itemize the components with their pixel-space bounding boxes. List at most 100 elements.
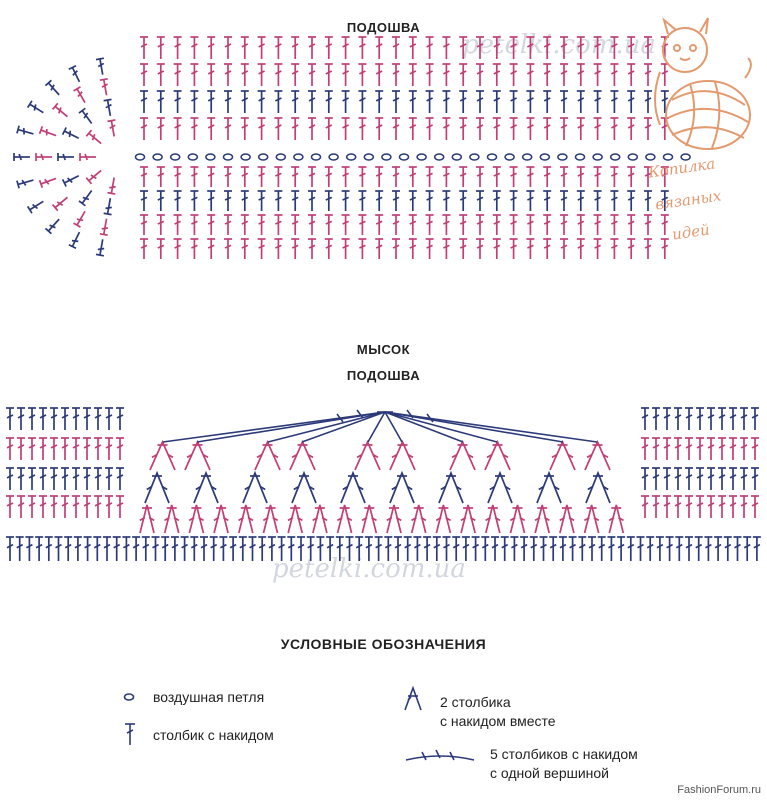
double-crochet-icon [341,90,350,113]
double-crochet-icon [26,100,44,114]
double-crochet-icon [308,63,316,86]
dc2tog-icon [484,504,501,534]
dc2tog-icon [139,504,155,534]
dc2tog-icon [585,470,611,504]
double-crochet-icon [425,36,434,59]
dc2tog-icon [193,470,219,504]
dc2tog-icon [287,504,304,534]
double-crochet-icon [207,63,216,86]
double-crochet-icon [459,90,468,113]
double-crochet-icon [341,117,350,140]
chain-stitch-icon [187,153,199,161]
dc2tog-icon [262,504,279,534]
dc2tog-icon [354,439,381,471]
double-crochet-icon [173,63,182,86]
double-crochet-icon [694,536,703,561]
double-crochet-icon [345,536,354,561]
double-crochet-icon [526,190,535,211]
double-crochet-icon [413,536,422,561]
double-crochet-icon [751,437,759,460]
double-crochet-icon [44,536,53,561]
double-crochet-icon [560,166,568,187]
double-crochet-icon [274,238,283,259]
double-crochet-icon [297,536,305,561]
double-crochet-icon [240,90,249,113]
double-crochet-icon [652,407,660,430]
double-crochet-icon [610,214,619,235]
double-crochet-icon [442,238,451,259]
double-crochet-icon [674,495,682,518]
double-crochet-icon [392,166,400,187]
double-crochet-icon [229,536,238,561]
double-crochet-icon [6,407,14,430]
double-crochet-icon [72,467,80,490]
double-crochet-icon [509,63,518,86]
dc2tog-icon [336,504,353,534]
legend-dc2tog-label-2: с накидом вместе [440,713,556,729]
double-crochet-icon [740,407,748,430]
double-crochet-icon [13,153,30,161]
double-crochet-icon [122,536,131,561]
double-crochet-icon [291,166,300,187]
double-crochet-icon [39,437,47,460]
double-crochet-icon [224,238,232,259]
chain-stitch-icon [433,153,445,161]
double-crochet-icon [61,495,69,518]
double-crochet-icon [274,36,283,59]
double-crochet-icon [492,36,501,59]
double-crochet-icon [576,117,585,140]
double-crochet-icon [539,536,548,561]
double-crochet-icon [655,536,664,561]
double-crochet-icon [374,536,383,561]
chain-stitch-icon [662,153,674,161]
chain-stitch-icon [469,153,480,161]
double-crochet-icon [207,117,216,140]
dc5-cluster-icon [405,749,475,761]
double-crochet-icon [375,238,384,259]
cat-yarn-logo-icon [654,17,752,150]
double-crochet-icon [751,495,759,518]
double-crochet-icon [627,166,636,187]
chain-stitch-icon [381,153,392,161]
double-crochet-icon [257,117,266,140]
double-crochet-icon [442,214,451,235]
double-crochet-icon [452,536,461,561]
double-crochet-icon [308,238,316,259]
double-crochet-icon [51,196,68,212]
double-crochet-icon [200,536,208,561]
double-crochet-icon [287,536,296,561]
double-crochet-icon [492,166,501,187]
double-crochet-icon [93,536,102,561]
chain-stitch-icon [134,153,146,161]
double-crochet-icon [740,467,748,490]
double-crochet-icon [240,117,249,140]
chain-stitch-icon [557,153,568,161]
double-crochet-icon [663,437,671,460]
double-crochet-icon [61,437,69,460]
dc2tog-icon [584,439,611,471]
double-crochet-icon [95,239,105,257]
chain-stitch-icon [574,153,586,161]
double-crochet-icon [219,536,228,561]
double-crochet-icon [224,90,232,113]
double-crochet-icon [425,238,434,259]
double-crochet-icon [291,190,300,211]
double-crochet-icon [190,238,199,259]
double-crochet-icon [291,63,300,86]
double-crochet-icon [68,64,81,83]
double-crochet-icon [509,190,518,211]
double-crochet-icon [644,166,652,187]
legend-title: УСЛОВНЫЕ ОБОЗНАЧЕНИЯ [280,636,487,652]
double-crochet-icon [73,536,82,561]
double-crochet-icon [674,437,682,460]
double-crochet-icon [660,214,669,235]
dc2tog-icon [242,470,268,504]
double-crochet-icon [308,214,316,235]
double-crochet-icon [140,214,148,235]
dc2tog-icon [361,504,378,534]
double-crochet-icon [156,63,165,86]
chain-stitch-icon [205,153,216,161]
double-crochet-icon [224,36,232,59]
double-crochet-icon [94,437,102,460]
double-crochet-icon [78,107,93,124]
